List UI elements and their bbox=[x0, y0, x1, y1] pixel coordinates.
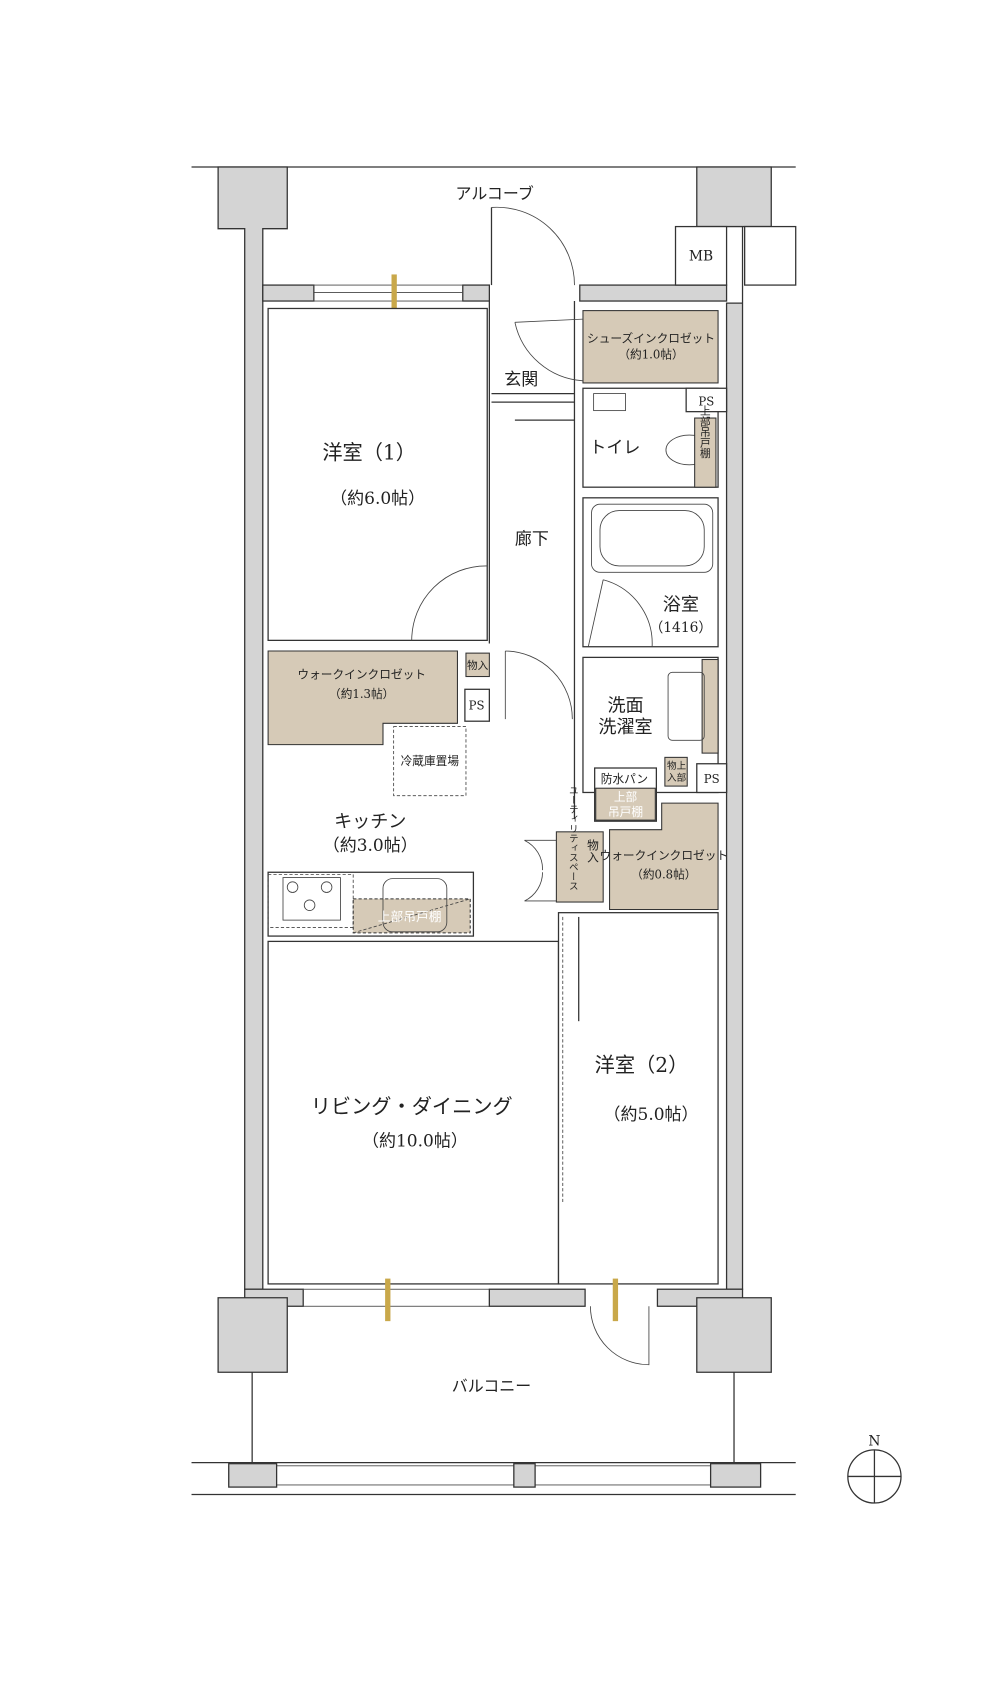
svg-text:ウォークインクロゼット: ウォークインクロゼット bbox=[600, 848, 729, 862]
svg-text:（約0.8帖）: （約0.8帖） bbox=[631, 868, 696, 882]
svg-text:物上: 物上 bbox=[667, 760, 687, 772]
compass-icon: N bbox=[847, 1434, 902, 1504]
svg-text:ユーティリティスペース: ユーティリティスペース bbox=[567, 786, 579, 891]
balcony-label: バルコニー bbox=[452, 1376, 531, 1395]
svg-text:冷蔵庫置場: 冷蔵庫置場 bbox=[401, 754, 460, 768]
svg-text:物入: 物入 bbox=[467, 659, 489, 672]
window-marker bbox=[391, 274, 397, 317]
living-label: リビング・ダイニング bbox=[311, 1095, 513, 1119]
western1-size: （約6.0帖） bbox=[330, 489, 425, 509]
vanity bbox=[701, 658, 719, 754]
fridge-space bbox=[393, 726, 467, 797]
toilet-upper-cabinet bbox=[694, 417, 717, 488]
kitchen-label: キッチン bbox=[334, 812, 406, 833]
utility-door-arc bbox=[524, 839, 557, 902]
svg-text:（約1.0帖）: （約1.0帖） bbox=[618, 347, 683, 361]
living-room bbox=[267, 940, 560, 1285]
svg-text:上部: 上部 bbox=[614, 790, 638, 804]
hallway-label: 廊下 bbox=[515, 530, 549, 550]
svg-text:物入: 物入 bbox=[586, 839, 600, 863]
svg-text:入部: 入部 bbox=[667, 772, 687, 784]
svg-text:上部吊戸棚: 上部吊戸棚 bbox=[378, 910, 442, 925]
svg-text:防水パン: 防水パン bbox=[601, 772, 648, 786]
alcove-label: アルコーブ bbox=[456, 184, 534, 203]
western1-door-arc bbox=[411, 565, 488, 641]
ps-label-wash: PS bbox=[704, 772, 720, 786]
bath-label: 浴室 bbox=[663, 595, 699, 616]
stove bbox=[282, 877, 341, 921]
kitchen-size: （約3.0帖） bbox=[323, 836, 418, 856]
svg-text:（約1.3帖）: （約1.3帖） bbox=[329, 687, 394, 701]
shoe-closet bbox=[582, 310, 719, 384]
utility-space bbox=[555, 831, 604, 903]
mb-box bbox=[674, 225, 728, 286]
wall-top-left bbox=[262, 284, 315, 302]
wall-bottom-left-column bbox=[217, 1297, 288, 1373]
western2-size: （約5.0帖） bbox=[604, 1105, 699, 1125]
wall-bottom-right-column bbox=[696, 1297, 772, 1373]
western1-label: 洋室（1） bbox=[322, 441, 416, 465]
ps-label-mid: PS bbox=[469, 699, 485, 713]
entrance-label: 玄関 bbox=[504, 370, 538, 390]
svg-text:N: N bbox=[868, 1434, 880, 1450]
western1-room bbox=[267, 307, 488, 641]
western2-label: 洋室（2） bbox=[595, 1053, 689, 1077]
hall-door-arc bbox=[504, 650, 573, 720]
window-bottom-left bbox=[302, 1288, 490, 1307]
mb-label: MB bbox=[689, 249, 713, 265]
svg-text:洗濯室: 洗濯室 bbox=[598, 717, 652, 738]
svg-text:吊戸棚: 吊戸棚 bbox=[608, 805, 643, 819]
toilet-label: トイレ bbox=[589, 438, 640, 458]
svg-text:ウォークインクロゼット: ウォークインクロゼット bbox=[297, 668, 426, 682]
bathtub bbox=[591, 503, 714, 573]
wic1 bbox=[267, 650, 458, 746]
entrance-door-arc bbox=[491, 206, 575, 286]
balcony-door-arc bbox=[589, 1306, 650, 1366]
balcony-railing bbox=[228, 1465, 762, 1486]
svg-text:洗面: 洗面 bbox=[607, 696, 643, 717]
svg-text:シューズインクロゼット: シューズインクロゼット bbox=[587, 332, 715, 346]
storage-small bbox=[465, 652, 490, 678]
bath-door-arc bbox=[587, 579, 653, 647]
wic2 bbox=[609, 802, 719, 911]
window-top bbox=[313, 284, 464, 302]
shoe-door-arc bbox=[514, 318, 583, 382]
living-size: （約10.0帖） bbox=[362, 1132, 468, 1152]
svg-text:上部吊戸棚: 上部吊戸棚 bbox=[699, 405, 712, 459]
western2-room bbox=[557, 912, 719, 1285]
wall-top-right bbox=[579, 284, 728, 302]
ps-label-top: PS bbox=[698, 394, 714, 408]
bath-size: （1416） bbox=[649, 620, 712, 636]
wall-top-mid bbox=[462, 284, 491, 302]
